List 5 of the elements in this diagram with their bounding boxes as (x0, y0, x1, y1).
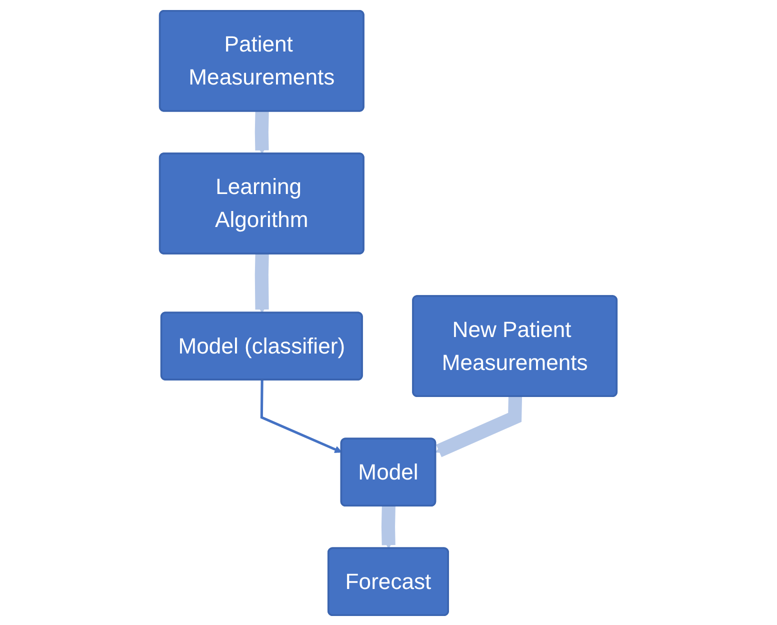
arrow (255, 253, 270, 313)
arrow (255, 110, 270, 154)
arrow (382, 505, 396, 548)
arrow (436, 396, 522, 457)
arrow (260, 380, 342, 452)
